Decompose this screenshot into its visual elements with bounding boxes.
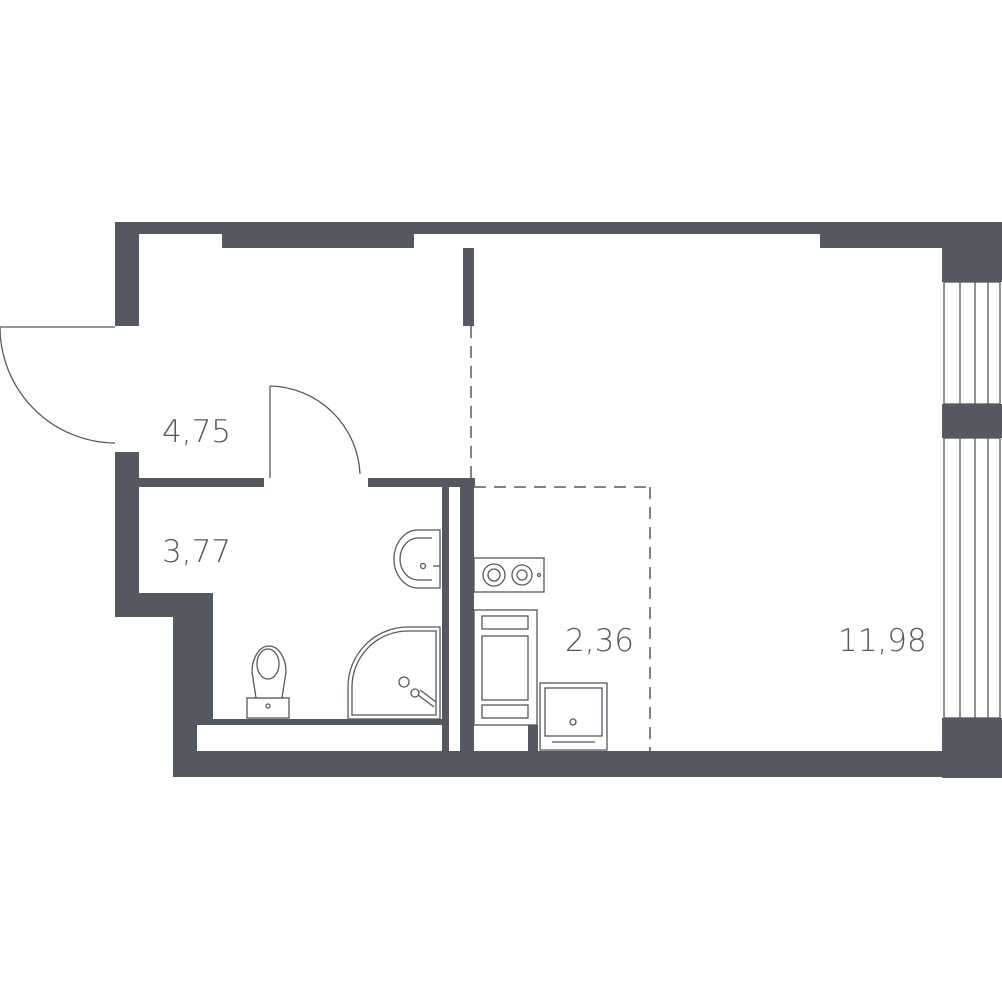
bathroom-door-icon: [269, 385, 361, 478]
fridge-icon: [473, 609, 538, 726]
shower-icon: [347, 626, 441, 720]
interior-walls: [139, 248, 538, 751]
oven-icon: [539, 682, 608, 751]
zone-dividers: [470, 326, 651, 751]
stove-icon: [473, 557, 545, 593]
toilet-icon: [246, 645, 290, 719]
sink-icon: [393, 529, 441, 589]
outer-walls: [115, 222, 1002, 778]
entrance-door-icon: [0, 326, 116, 444]
bathroom-area-label: 3,77: [162, 534, 231, 570]
window-icon: [943, 281, 1001, 719]
living-room-area-label: 11,98: [838, 623, 927, 659]
hallway-area-label: 4,75: [162, 414, 231, 450]
kitchen-area-label: 2,36: [565, 623, 634, 659]
